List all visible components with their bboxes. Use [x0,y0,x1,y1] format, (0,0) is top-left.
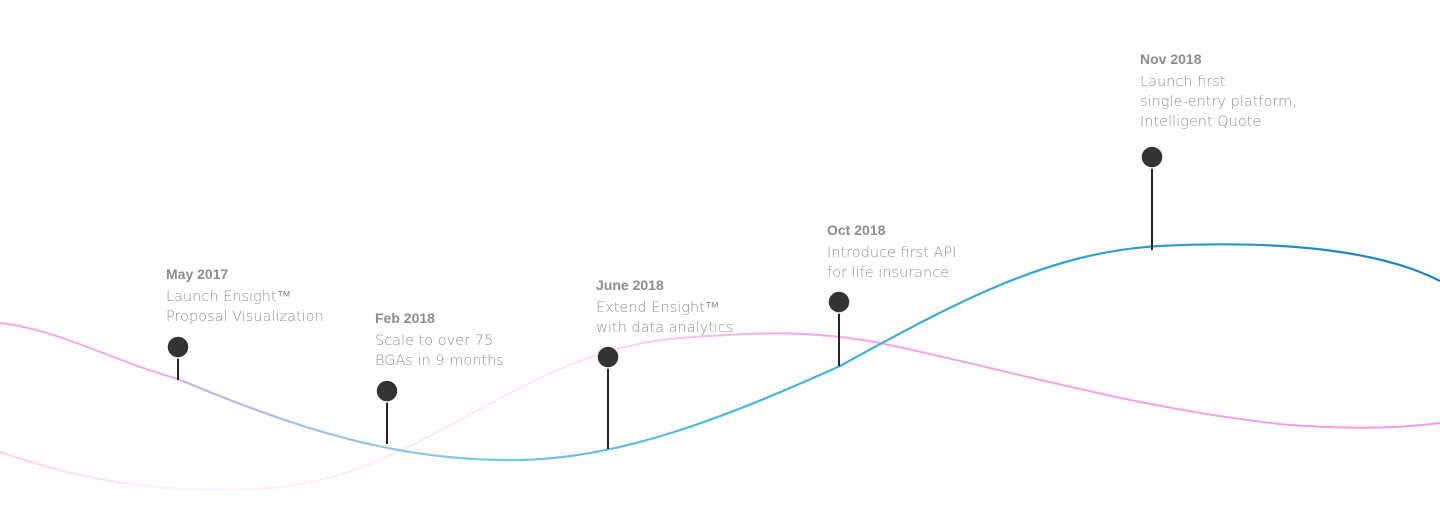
milestone-description-line: with data analytics [596,320,734,336]
milestone-pin[interactable] [166,335,190,359]
milestone-description-line: Intelligent Quote [1140,114,1262,130]
milestone-description-line: BGAs in 9 months [375,353,504,369]
milestone-date: Oct 2018 [827,222,886,238]
wave-blue [177,243,1440,462]
milestone-description: Introduce first API for life insurance [827,243,956,283]
milestone-description: Scale to over 75 BGAs in 9 months [375,331,504,371]
milestone-description: Extend Ensight™ with data analytics [596,298,733,338]
milestone-pin[interactable] [1140,145,1164,169]
milestone-description-line: Extend Ensight™ [596,300,720,316]
milestone-description-line: Launch Ensight™ [166,289,292,305]
milestone-description: Launch first single-entry platform, Intell… [1140,72,1297,132]
milestone-description-line: Scale to over 75 [375,333,494,349]
milestone-description-line: Launch first [1140,74,1226,90]
milestone-date: June 2018 [596,277,664,293]
milestone-description-line: for life insurance [827,265,950,281]
pins-layer [166,145,1164,449]
milestone-description: Launch Ensight™ Proposal Visualization [166,287,324,327]
milestone-description-line: single-entry platform, [1140,94,1297,110]
milestone-pin[interactable] [827,290,851,314]
milestone-pin[interactable] [596,345,620,369]
milestone-description-line: Proposal Visualization [166,309,324,325]
milestone-date: Feb 2018 [375,310,435,326]
milestone-pin[interactable] [375,379,399,403]
wave-pink [0,332,1440,491]
milestone-date: May 2017 [166,266,229,282]
milestone-date: Nov 2018 [1140,51,1202,67]
milestone-description-line: Introduce first API [827,245,957,261]
wave-pink-left [0,322,179,380]
